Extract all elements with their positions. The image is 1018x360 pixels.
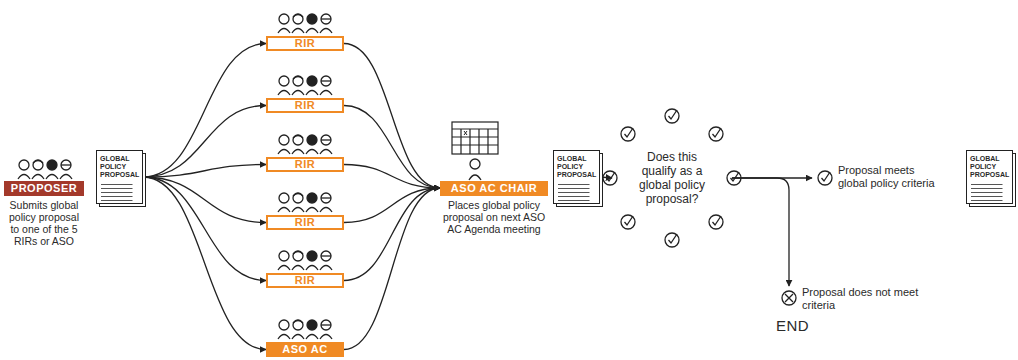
node-text: END (776, 318, 926, 334)
decision-circle: Does this qualify as a global policy pro… (612, 118, 732, 238)
rir-box: RIR (266, 36, 344, 51)
node-text: Places global policy proposal on next AS… (440, 199, 548, 235)
connector-arrow (344, 44, 440, 189)
node-label: RIR (266, 98, 344, 113)
connector-arrow (344, 106, 440, 189)
people-icon (278, 135, 332, 154)
rir-box: RIR (266, 215, 344, 230)
connector-arrow (600, 177, 612, 178)
cross-icon (782, 291, 796, 305)
node-label: RIR (266, 157, 344, 172)
rir-box: RIR (266, 98, 344, 113)
actor-box: ASO AC CHAIR Places global policy proposa… (440, 181, 548, 235)
people-icon (278, 193, 332, 212)
document-icon: GLOBAL POLICY PROPOSAL (96, 150, 143, 204)
people-icon (18, 160, 72, 179)
connector-arrow (344, 165, 440, 189)
check-icon (709, 215, 723, 229)
people-icon (278, 251, 332, 270)
rir-box: RIR (266, 273, 344, 288)
outcome-box: Proposal does not meet criteriaEND (776, 286, 926, 334)
check-icon (818, 171, 832, 185)
node-label: RIR (266, 36, 344, 51)
node-label: Proposal does not meet criteria (776, 286, 926, 312)
node-label: GLOBAL POLICY PROPOSAL (557, 155, 596, 179)
check-icon (621, 215, 635, 229)
people-icons (18, 14, 332, 339)
connector-arrow (143, 44, 266, 178)
node-label: ASO AC CHAIR (440, 181, 548, 196)
check-icon (709, 127, 723, 141)
people-icon (278, 76, 332, 95)
document-icon: GLOBAL POLICY PROPOSAL (966, 150, 1013, 204)
node-label: GLOBAL POLICY PROPOSAL (970, 155, 1009, 179)
calendar-icon (452, 122, 498, 154)
node-text: Submits global policy proposal to one of… (4, 199, 84, 247)
check-ring (603, 109, 741, 247)
connector-arrow (344, 188, 440, 350)
node-label: Does this qualify as a global policy pro… (630, 150, 714, 206)
people-icon (278, 14, 332, 33)
connector-arrow (143, 165, 266, 178)
chair-person-icon (469, 159, 481, 180)
outcome-box: Proposal meets global policy criteria (812, 164, 942, 190)
node-label: ASO AC (266, 342, 344, 357)
node-label: GLOBAL POLICY PROPOSAL (100, 155, 139, 179)
actor-box: PROPOSER Submits global policy proposal t… (4, 181, 84, 247)
connector-arrow (143, 106, 266, 178)
node-label: PROPOSER (4, 181, 84, 196)
connector-arrow (732, 178, 789, 286)
check-icon (621, 127, 635, 141)
aso-ac-box: ASO AC (266, 342, 344, 357)
node-label: Proposal meets global policy criteria (812, 164, 942, 190)
rir-box: RIR (266, 157, 344, 172)
document-icon: GLOBAL POLICY PROPOSAL (553, 150, 600, 204)
people-icon (278, 320, 332, 339)
check-icon (665, 233, 679, 247)
node-label: RIR (266, 215, 344, 230)
node-label: RIR (266, 273, 344, 288)
check-icon (665, 109, 679, 123)
connector-arrow (143, 177, 266, 350)
